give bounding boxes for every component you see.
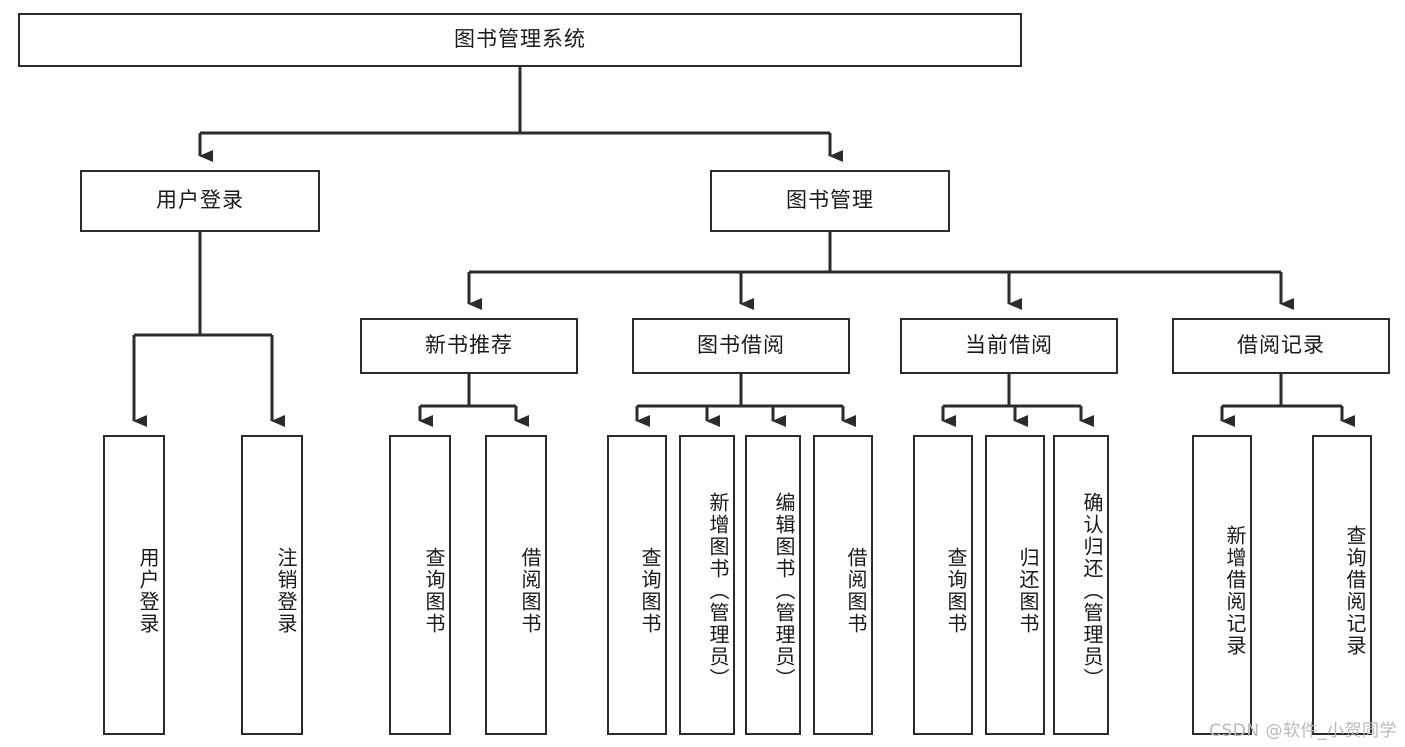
- node-new-book-recommend-label: 新书推荐: [425, 333, 513, 358]
- node-root-label: 图书管理系统: [454, 27, 586, 52]
- leaf-add-borrow-record[interactable]: 新增借阅记录: [1192, 435, 1252, 735]
- leaf-borrow-book-label: 借阅图书: [844, 547, 868, 635]
- leaf-query-book-rec-label: 查询图书: [422, 547, 446, 635]
- leaf-confirm-return-label: 确认归还（管理员）: [1080, 492, 1104, 690]
- watermark-text: CSDN @软件_小贺同学: [1209, 721, 1397, 741]
- leaf-query-borrow-record-label: 查询借阅记录: [1343, 525, 1367, 657]
- leaf-return-book-label: 归还图书: [1016, 547, 1040, 635]
- node-current-borrow[interactable]: 当前借阅: [900, 318, 1118, 374]
- leaf-borrow-book-rec-label: 借阅图书: [518, 547, 542, 635]
- node-user-login-label: 用户登录: [156, 188, 244, 213]
- node-book-borrow-label: 图书借阅: [697, 333, 785, 358]
- node-book-management[interactable]: 图书管理: [710, 170, 950, 232]
- leaf-query-book-borrow[interactable]: 查询图书: [607, 435, 667, 735]
- leaf-borrow-book-rec[interactable]: 借阅图书: [485, 435, 547, 735]
- node-borrow-record[interactable]: 借阅记录: [1172, 318, 1390, 374]
- leaf-query-book-rec[interactable]: 查询图书: [389, 435, 451, 735]
- node-new-book-recommend[interactable]: 新书推荐: [360, 318, 578, 374]
- leaf-add-book[interactable]: 新增图书（管理员）: [679, 435, 735, 735]
- leaf-edit-book[interactable]: 编辑图书（管理员）: [745, 435, 801, 735]
- leaf-query-book-current-label: 查询图书: [944, 547, 968, 635]
- leaf-user-login[interactable]: 用户登录: [103, 435, 165, 735]
- node-book-management-label: 图书管理: [786, 188, 874, 213]
- leaf-edit-book-label: 编辑图书（管理员）: [772, 492, 796, 690]
- leaf-return-book[interactable]: 归还图书: [985, 435, 1045, 735]
- leaf-borrow-book[interactable]: 借阅图书: [813, 435, 873, 735]
- leaf-user-login-label: 用户登录: [136, 547, 160, 635]
- leaf-query-book-current[interactable]: 查询图书: [913, 435, 973, 735]
- node-book-borrow[interactable]: 图书借阅: [632, 318, 850, 374]
- node-current-borrow-label: 当前借阅: [965, 333, 1053, 358]
- node-borrow-record-label: 借阅记录: [1237, 333, 1325, 358]
- leaf-query-book-borrow-label: 查询图书: [638, 547, 662, 635]
- leaf-add-book-label: 新增图书（管理员）: [706, 492, 730, 690]
- node-root[interactable]: 图书管理系统: [18, 13, 1022, 67]
- leaf-query-borrow-record[interactable]: 查询借阅记录: [1312, 435, 1372, 735]
- leaf-confirm-return[interactable]: 确认归还（管理员）: [1053, 435, 1109, 735]
- leaf-add-borrow-record-label: 新增借阅记录: [1223, 525, 1247, 657]
- leaf-logout-login[interactable]: 注销登录: [241, 435, 303, 735]
- node-user-login[interactable]: 用户登录: [80, 170, 320, 232]
- leaf-logout-login-label: 注销登录: [274, 547, 298, 635]
